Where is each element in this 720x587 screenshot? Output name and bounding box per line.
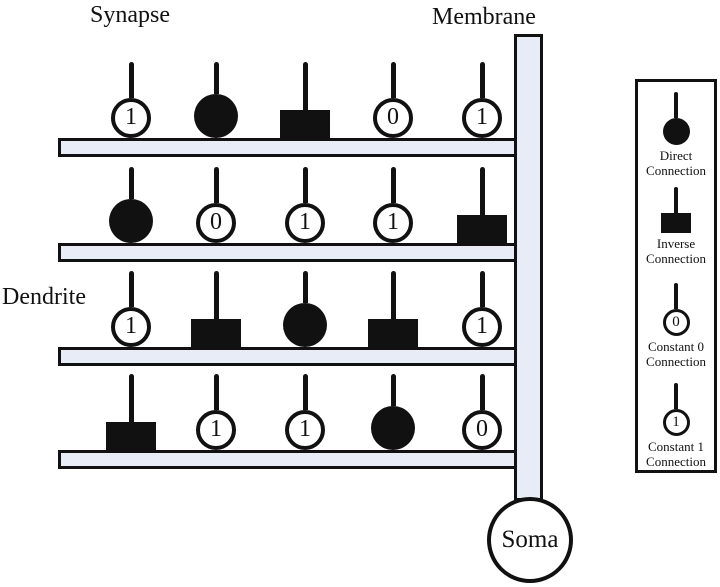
constant1-symbol: 1	[285, 203, 325, 243]
synapse-stem	[479, 62, 485, 98]
synapse-inverse	[365, 271, 421, 347]
synapse-stem	[302, 167, 308, 203]
constant1-symbol: 1	[196, 410, 236, 450]
synapse-constant0: 0	[188, 167, 244, 243]
constant0-symbol: 0	[462, 410, 502, 450]
constant1-icon: 1	[662, 409, 690, 436]
legend-stem	[674, 187, 678, 213]
legend-item-inverse: Inverse Connection	[638, 187, 714, 267]
synapse-stem	[302, 374, 308, 410]
legend-label: Constant 1 Connection	[646, 439, 706, 470]
synapse-direct	[188, 62, 244, 138]
inverse-symbol	[106, 422, 156, 450]
synapse-direct	[103, 167, 159, 243]
synapse-constant1: 1	[277, 374, 333, 450]
inverse-symbol	[457, 215, 507, 243]
dendrite-bar-2	[58, 243, 528, 262]
synapse-constant0: 0	[365, 62, 421, 138]
constant1-symbol: 1	[462, 307, 502, 347]
synapse-stem	[128, 271, 134, 307]
constant1-symbol: 1	[111, 98, 151, 138]
legend-label: Inverse Connection	[646, 236, 706, 267]
direct-symbol	[283, 303, 327, 347]
soma-circle: Soma	[487, 497, 573, 583]
membrane-bar	[514, 34, 543, 501]
synapse-constant1: 1	[188, 374, 244, 450]
synapse-direct	[365, 374, 421, 450]
synapse-constant1: 1	[454, 271, 510, 347]
legend-item-direct: Direct Connection	[638, 92, 714, 179]
synapse-inverse	[454, 167, 510, 243]
synapse-stem	[302, 271, 308, 303]
synapse-constant1: 1	[454, 62, 510, 138]
legend-stem	[674, 283, 678, 309]
synapse-stem	[128, 167, 134, 199]
synapse-inverse	[103, 374, 159, 450]
synapse-constant1: 1	[365, 167, 421, 243]
synapse-stem	[479, 271, 485, 307]
synapse-stem	[128, 62, 134, 98]
direct-symbol	[194, 94, 238, 138]
legend-stem	[674, 383, 678, 409]
constant0-symbol: 0	[196, 203, 236, 243]
synapse-stem	[213, 271, 219, 319]
synapse-stem	[213, 62, 219, 94]
dendrite-bar-4	[58, 450, 528, 469]
constant1-symbol: 1	[373, 203, 413, 243]
constant1-symbol: 1	[285, 410, 325, 450]
synapse-inverse	[188, 271, 244, 347]
synapse-stem	[479, 167, 485, 215]
synapse-stem	[390, 62, 396, 98]
synapse-stem	[128, 374, 134, 422]
synapse-label: Synapse	[90, 2, 170, 28]
direct-icon	[662, 118, 690, 145]
dendrite-bar-1	[58, 138, 528, 157]
membrane-label: Membrane	[432, 4, 536, 30]
direct-symbol	[371, 406, 415, 450]
dendrite-label: Dendrite	[2, 284, 86, 310]
constant0-symbol: 0	[373, 98, 413, 138]
synapse-constant1: 1	[103, 62, 159, 138]
synapse-stem	[390, 374, 396, 406]
constant1-symbol: 1	[111, 307, 151, 347]
synapse-stem	[390, 271, 396, 319]
synapse-stem	[390, 167, 396, 203]
synapse-inverse	[277, 62, 333, 138]
synapse-stem	[213, 374, 219, 410]
dendrite-bar-3	[58, 347, 528, 366]
inverse-icon	[661, 213, 691, 233]
synapse-stem	[213, 167, 219, 203]
legend-label: Direct Connection	[646, 148, 706, 179]
inverse-symbol	[368, 319, 418, 347]
synapse-constant0: 0	[454, 374, 510, 450]
direct-symbol	[109, 199, 153, 243]
legend-stem	[674, 92, 678, 118]
legend-label: Constant 0 Connection	[646, 339, 706, 370]
constant0-icon: 0	[662, 309, 690, 336]
soma-label: Soma	[501, 526, 559, 553]
inverse-symbol	[191, 319, 241, 347]
synapse-constant1: 1	[277, 167, 333, 243]
synapse-constant1: 1	[103, 271, 159, 347]
synapse-stem	[302, 62, 308, 110]
inverse-symbol	[280, 110, 330, 138]
synapse-direct	[277, 271, 333, 347]
constant1-symbol: 1	[462, 98, 502, 138]
synapse-stem	[479, 374, 485, 410]
